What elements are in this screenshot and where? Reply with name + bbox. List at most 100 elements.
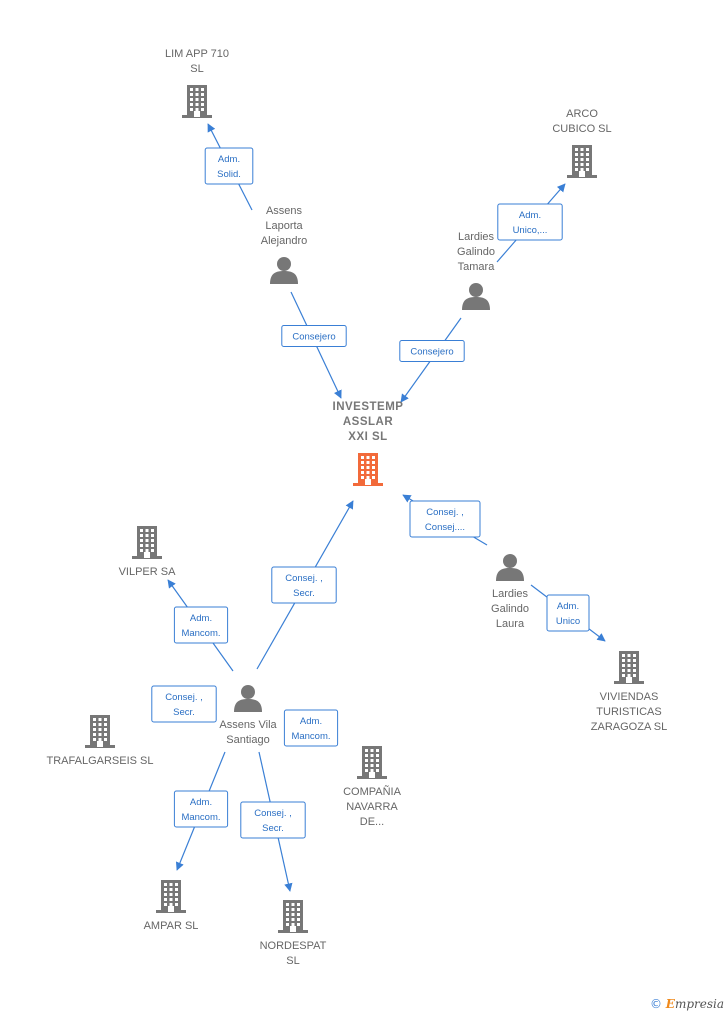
edge-label-text: Adm.: [218, 154, 240, 165]
node-ampar[interactable]: AMPAR SL: [144, 880, 199, 932]
building-icon: [132, 526, 162, 559]
node-nordespat[interactable]: NORDESPAT SL: [260, 900, 327, 967]
building-icon: [156, 880, 186, 913]
edge-label-text: Consej. ,: [165, 692, 203, 703]
edge-label-text: Consejero: [410, 347, 453, 358]
edge-label-e12[interactable]: Consej. ,Secr.: [240, 801, 306, 839]
edge-label-e4[interactable]: Consejero: [399, 340, 465, 362]
edge-label-box: [409, 500, 481, 538]
building-icon: [567, 145, 597, 178]
node-label: COMPAÑIA: [343, 785, 402, 798]
node-label: ASSLAR: [343, 416, 393, 428]
node-label: ARCO: [566, 108, 598, 120]
edge-label-text: Unico,...: [513, 225, 548, 236]
node-label: Assens Vila: [219, 719, 277, 731]
edge-label-e2[interactable]: Adm. Unico,...: [497, 203, 563, 241]
edge-label-e9[interactable]: Consej. , Secr.: [151, 685, 217, 723]
node-label: VILPER SA: [119, 566, 177, 578]
edge-label-text: Unico: [556, 616, 580, 627]
edge-label-e3[interactable]: Consejero: [281, 325, 347, 347]
node-vilper[interactable]: VILPER SA: [119, 526, 177, 578]
edge-label-box: [173, 606, 229, 644]
footer-brand: © Empresia: [650, 997, 724, 1011]
node-label: Lardies: [492, 588, 529, 600]
edge-label-text: Consej. ,: [285, 573, 323, 584]
edge-label-text: Consej. ,: [254, 808, 292, 819]
person-icon: [462, 283, 490, 310]
edge-label-text: Consej. ,: [426, 507, 464, 518]
node-label: XXI SL: [348, 431, 387, 443]
edge-label-text: Secr.: [173, 707, 195, 718]
node-label: Galindo: [457, 246, 495, 258]
edge-label-text: Adm.: [190, 613, 212, 624]
edge-label-text: Consej....: [425, 522, 465, 533]
node-label: CUBICO SL: [552, 123, 611, 135]
building-icon: [182, 85, 212, 118]
building-icon: [614, 651, 644, 684]
person-icon: [496, 554, 524, 581]
edge-label-text: Mancom.: [291, 731, 330, 742]
edge-label-text: Adm.: [557, 601, 579, 612]
edge-label-box: [399, 340, 465, 362]
edge-label-box: [151, 685, 217, 723]
edge-labels-layer: Adm.Solid.Adm.Unico,...ConsejeroConsejer…: [151, 147, 590, 839]
node-label: Galindo: [491, 603, 529, 615]
edge-label-box: [240, 801, 306, 839]
node-label: Santiago: [226, 734, 269, 746]
node-label: TRAFALGARSEIS SL: [47, 755, 154, 767]
edge-label-e10[interactable]: Adm. Mancom.: [283, 709, 339, 747]
edge-label-text: Consejero: [292, 332, 335, 343]
edge-label-box: [546, 594, 590, 632]
brand-name: mpresia: [674, 997, 724, 1011]
edge-label-e6[interactable]: Adm. Unico: [546, 594, 590, 632]
edge-label-e11[interactable]: Adm.Mancom.: [173, 790, 229, 828]
edge-label-box: [497, 203, 563, 241]
node-label: Laporta: [265, 220, 303, 232]
edge-label-box: [204, 147, 254, 185]
node-viviendas[interactable]: VIVIENDAS TURISTICAS ZARAGOZA SL: [591, 651, 667, 733]
node-label: NORDESPAT: [260, 940, 327, 952]
node-label: Lardies: [458, 231, 495, 243]
edge-label-text: Adm.: [519, 210, 541, 221]
edge-label-box: [271, 566, 337, 604]
edge-label-e5[interactable]: Consej. , Consej....: [409, 500, 481, 538]
edge-label-text: Adm.: [300, 716, 322, 727]
node-investemp[interactable]: INVESTEMP ASSLAR XXI SL: [333, 401, 404, 486]
copyright-symbol: ©: [649, 997, 662, 1011]
building-icon: [85, 715, 115, 748]
brand-initial: E: [665, 997, 675, 1011]
edge-label-box: [173, 790, 229, 828]
node-trafalgar[interactable]: TRAFALGARSEIS SL: [47, 715, 154, 767]
node-label: Laura: [496, 618, 525, 630]
building-icon: [353, 453, 383, 486]
building-icon: [278, 900, 308, 933]
node-label: VIVIENDAS: [600, 691, 659, 703]
edge-label-e1[interactable]: Adm. Solid.: [204, 147, 254, 185]
edge-label-text: Secr.: [293, 588, 315, 599]
edge-label-e8[interactable]: Adm.Mancom.: [173, 606, 229, 644]
person-icon: [270, 257, 298, 284]
node-label: NAVARRA: [346, 801, 398, 813]
node-arco[interactable]: ARCO CUBICO SL: [552, 108, 612, 178]
person-icon: [234, 685, 262, 712]
edge-label-e7[interactable]: Consej. , Secr.: [271, 566, 337, 604]
node-label: DE...: [360, 816, 384, 828]
node-label: ZARAGOZA SL: [591, 721, 667, 733]
node-label: SL: [190, 63, 203, 75]
node-label: Assens: [266, 205, 303, 217]
node-label: TURISTICAS: [596, 706, 661, 718]
node-label: INVESTEMP: [333, 401, 404, 413]
building-icon: [357, 746, 387, 779]
node-label: LIM APP 710: [165, 48, 229, 60]
node-label: SL: [286, 955, 299, 967]
node-label: Alejandro: [261, 235, 307, 247]
edge-label-text: Solid.: [217, 169, 241, 180]
node-compania[interactable]: COMPAÑIA NAVARRA DE...: [343, 746, 402, 828]
